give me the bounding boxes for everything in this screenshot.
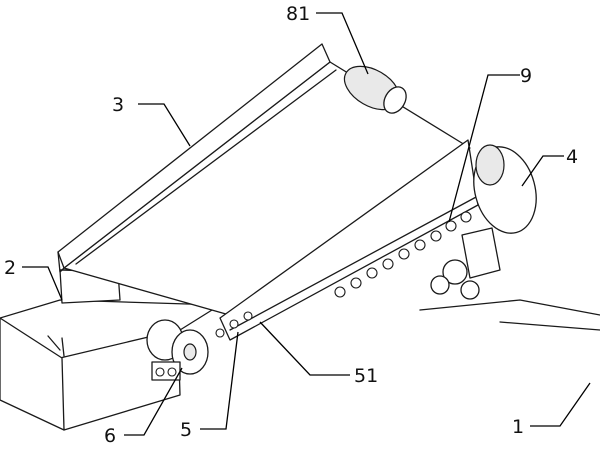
callout-51: 51 xyxy=(354,365,378,387)
leader-5 xyxy=(200,331,239,430)
base-frame xyxy=(0,299,600,431)
callout-4: 4 xyxy=(566,146,578,168)
callout-2: 2 xyxy=(4,257,16,279)
leader-3 xyxy=(138,103,191,147)
motor-unit xyxy=(430,227,501,300)
leader-lines xyxy=(22,12,591,436)
callout-1: 1 xyxy=(512,416,524,438)
rail-holes xyxy=(215,211,472,338)
leader-2 xyxy=(22,266,63,301)
front-roller xyxy=(146,319,209,381)
leader-6 xyxy=(124,367,183,436)
guard-plate xyxy=(57,43,331,273)
leader-1 xyxy=(530,382,591,427)
callout-5: 5 xyxy=(180,419,192,441)
callout-6: 6 xyxy=(104,425,116,447)
drive-drum xyxy=(343,65,407,114)
leader-81 xyxy=(316,12,369,75)
callout-81: 81 xyxy=(286,3,310,25)
callout-3: 3 xyxy=(112,94,124,116)
callout-9: 9 xyxy=(520,65,532,87)
leader-4 xyxy=(521,155,564,187)
leader-9 xyxy=(448,74,520,223)
tail-pulley xyxy=(473,144,537,234)
leader-51 xyxy=(259,321,350,376)
